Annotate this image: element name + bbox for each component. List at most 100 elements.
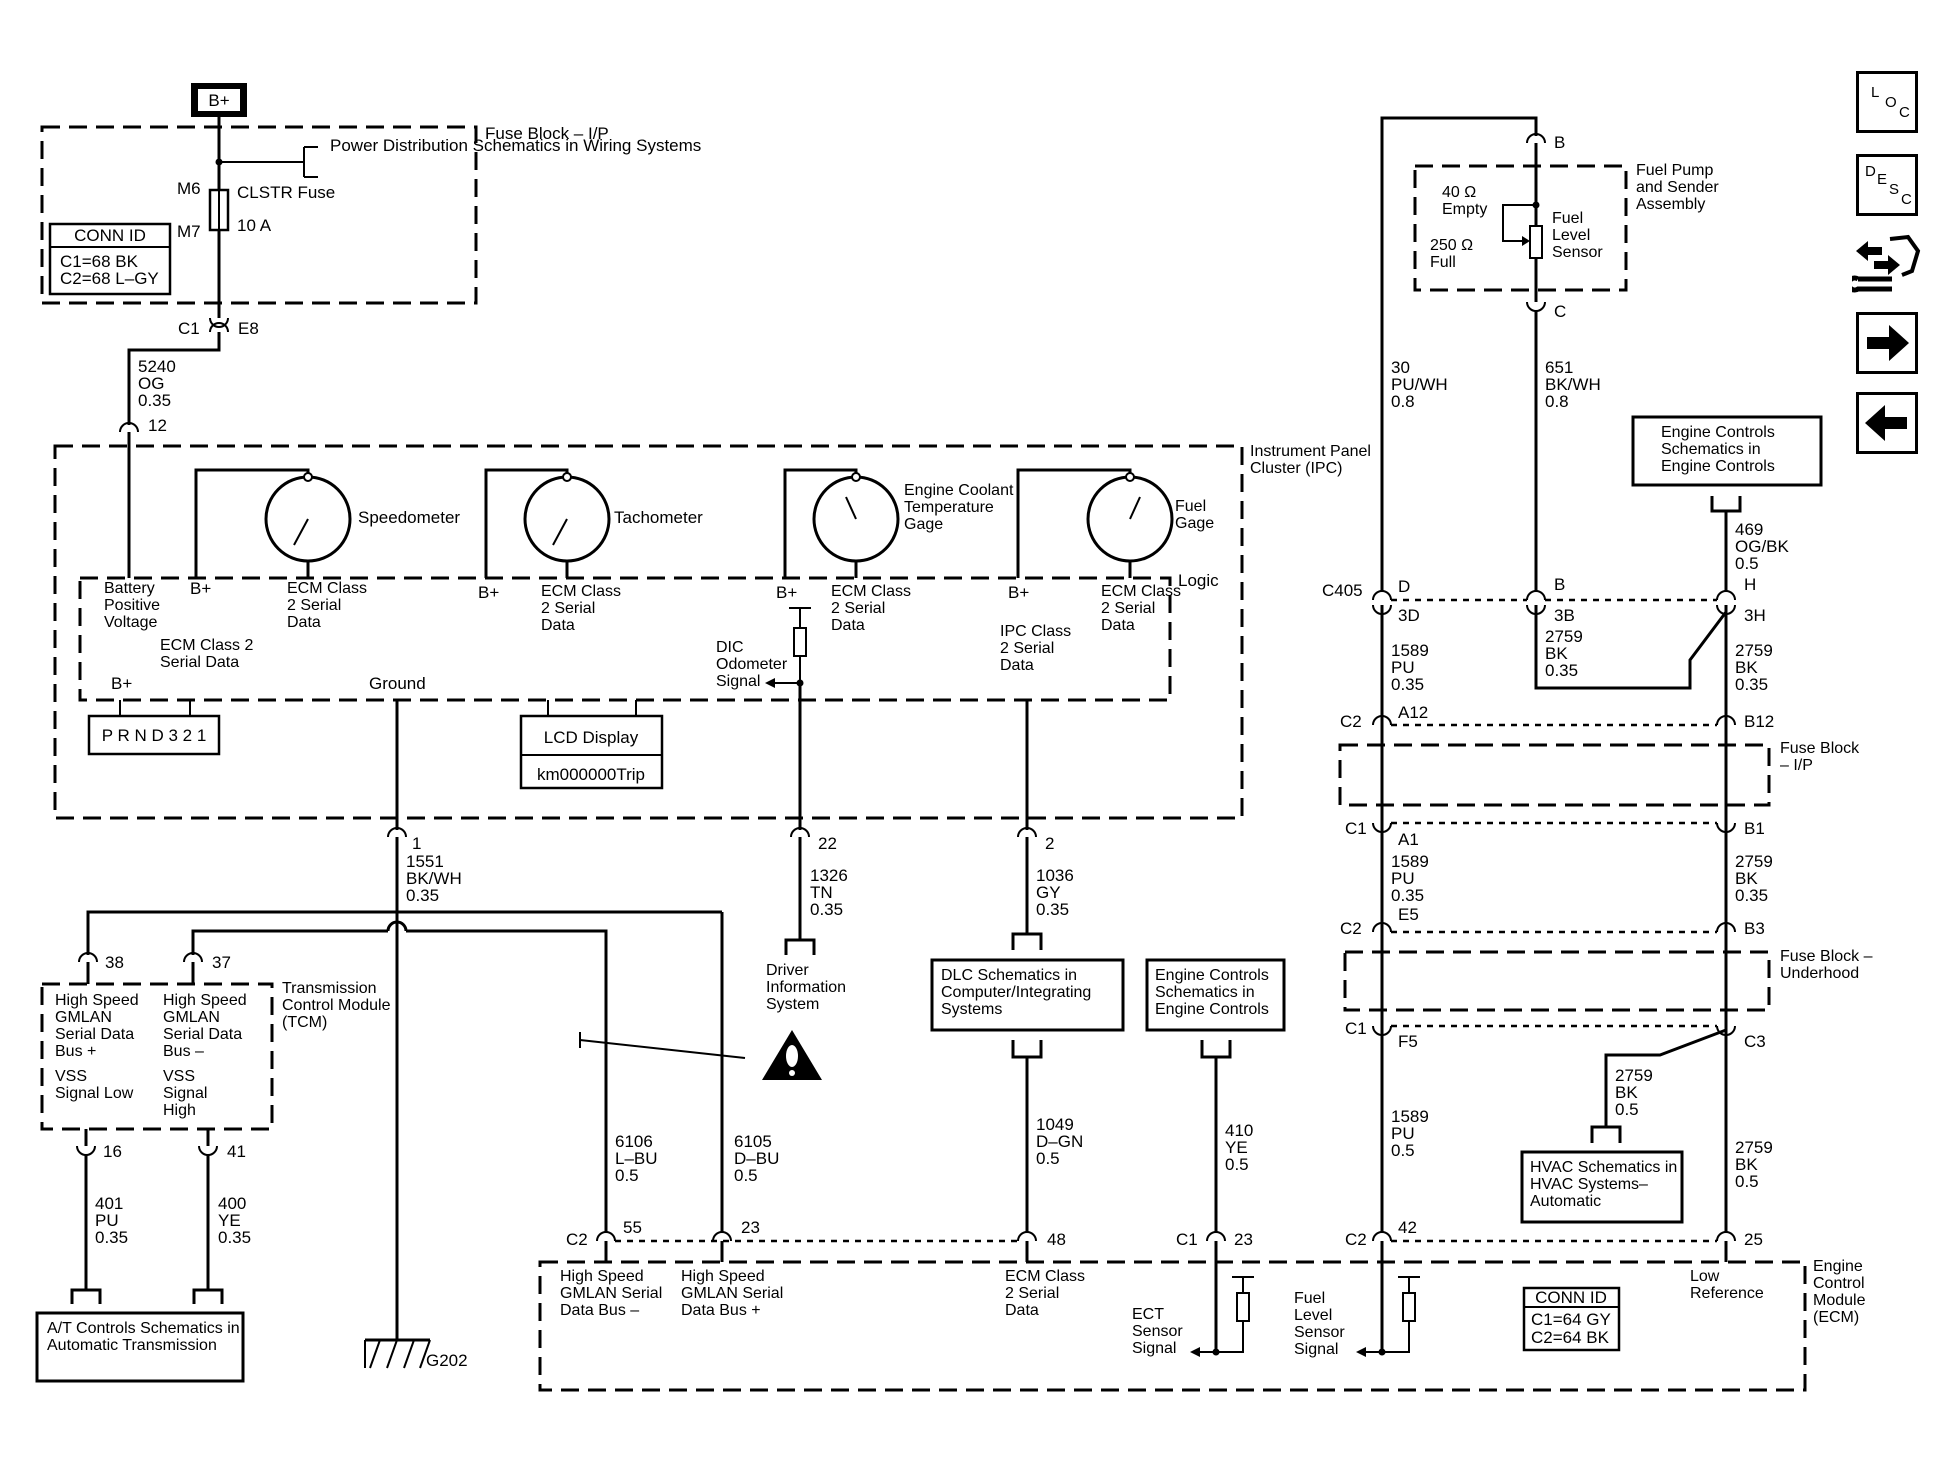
svg-text:2759: 2759 [1615,1066,1653,1085]
engine-controls-reference-1[interactable]: Engine Controls Schematics in Engine Con… [1145,958,1286,1032]
svg-text:PU: PU [95,1211,119,1230]
svg-text:GY: GY [1036,883,1061,902]
svg-text:10 A: 10 A [237,216,272,235]
svg-text:C1=68 BK: C1=68 BK [60,252,139,271]
location-button[interactable]: L O C [1856,71,1918,133]
wire-label-1049: 1049 D–GN 0.5 [1036,1115,1083,1168]
svg-text:Power Distribution Schematics: Power Distribution Schematics in Wiring … [330,136,701,155]
connector-c2-e5-b3: C2 E5 B3 [1340,905,1765,938]
svg-text:CLSTR Fuse: CLSTR Fuse [237,183,335,202]
svg-text:0.5: 0.5 [615,1166,639,1185]
svg-text:469: 469 [1735,520,1763,539]
svg-text:1326: 1326 [810,866,848,885]
at-controls-reference[interactable]: A/T Controls Schematics in Automatic Tra… [35,1311,245,1383]
conn-id-fuse-block: CONN ID C1=68 BK C2=68 L–GY [48,222,172,296]
svg-text:0.8: 0.8 [1391,392,1415,411]
svg-text:23: 23 [1234,1230,1253,1249]
wire-label-30: 30 PU/WH 0.8 [1391,358,1448,411]
svg-text:C405: C405 [1322,581,1363,600]
next-page-button[interactable] [1856,312,1918,374]
transmission-control-module: Transmission Control Module (TCM) 38 37 … [40,952,391,1161]
svg-text:E8: E8 [238,319,259,338]
description-button[interactable]: D E S C [1856,154,1918,216]
svg-text:B+: B+ [1008,583,1029,602]
wire-label-400: 400 YE 0.35 [218,1194,251,1247]
wire-label-6106: 6106 L–BU 0.5 [615,1132,658,1185]
svg-text:OG/BK: OG/BK [1735,537,1790,556]
svg-text:2: 2 [1045,834,1054,853]
svg-text:D: D [1398,577,1410,596]
svg-text:D–BU: D–BU [734,1149,779,1168]
svg-text:B: B [1554,575,1565,594]
connector-c1-e8: C1 E8 [178,317,259,338]
svg-text:Ground: Ground [369,674,426,693]
svg-text:0.5: 0.5 [734,1166,758,1185]
svg-text:5240: 5240 [138,357,176,376]
svg-text:0.35: 0.35 [1391,886,1424,905]
connector-c405: C405 D B H 3D 3B 3H [1322,575,1766,625]
svg-text:B: B [1554,133,1565,152]
wire-label-1589-c: 1589 PU 0.5 [1391,1107,1429,1160]
engine-coolant-temperature-gauge: Engine Coolant Temperature Gage [783,468,1013,578]
wire-label-2759-hvac: 2759 BK 0.5 [1615,1066,1653,1119]
svg-text:3H: 3H [1744,606,1766,625]
previous-page-button[interactable] [1856,392,1918,454]
power-distribution-reference[interactable]: Power Distribution Schematics in Wiring … [219,136,701,178]
svg-text:1049: 1049 [1036,1115,1074,1134]
engine-control-module: Engine Control Module (ECM) C2 55 23 48 … [538,1218,1865,1392]
svg-text:0.35: 0.35 [95,1228,128,1247]
svg-text:B12: B12 [1744,712,1774,731]
svg-text:0.5: 0.5 [1735,1172,1759,1191]
svg-text:400: 400 [218,1194,246,1213]
svg-text:G202: G202 [426,1351,468,1370]
svg-text:PU: PU [1391,869,1415,888]
svg-text:BK: BK [1615,1083,1638,1102]
dlc-reference[interactable]: DLC Schematics in Computer/Integrating S… [930,958,1125,1032]
svg-text:C1: C1 [1345,1019,1367,1038]
svg-text:E5: E5 [1398,905,1419,924]
hvac-reference[interactable]: HVAC Schematics in HVAC Systems– Automat… [1520,1150,1684,1224]
ipc-logic-box: Logic [78,571,1219,702]
svg-text:L–BU: L–BU [615,1149,658,1168]
svg-text:0.35: 0.35 [1735,886,1768,905]
engine-controls-reference-2[interactable]: Engine Controls Schematics in Engine Con… [1631,415,1823,487]
connector-view-icon[interactable] [1846,231,1922,297]
wire-label-1589-b: 1589 PU 0.35 [1391,852,1429,905]
wire-label-651: 651 BK/WH 0.8 [1545,358,1601,411]
svg-text:C2=64 BK: C2=64 BK [1531,1328,1610,1347]
svg-text:2759: 2759 [1735,641,1773,660]
svg-text:CONN ID: CONN ID [1535,1288,1607,1307]
svg-text:M6: M6 [177,179,201,198]
svg-text:0.35: 0.35 [1036,900,1069,919]
svg-text:0.5: 0.5 [1615,1100,1639,1119]
svg-text:B+: B+ [478,583,499,602]
svg-text:M7: M7 [177,222,201,241]
prnd-display: P R N D 3 2 1 [87,700,221,756]
svg-text:C1: C1 [1345,819,1367,838]
svg-text:C2: C2 [1340,919,1362,938]
svg-text:1589: 1589 [1391,1107,1429,1126]
warning-icon [762,1030,822,1080]
wire-label-410: 410 YE 0.5 [1225,1121,1253,1174]
svg-text:401: 401 [95,1194,123,1213]
ground-g202: G202 [364,1338,468,1370]
connector-c1-a1-b1: C1 A1 B1 [1345,819,1765,849]
svg-text:BK: BK [1735,658,1758,677]
driver-information-system-reference[interactable]: Driver Information System [766,962,847,1013]
svg-text:25: 25 [1744,1230,1763,1249]
svg-text:1589: 1589 [1391,641,1429,660]
svg-text:C1: C1 [178,319,200,338]
svg-text:6106: 6106 [615,1132,653,1151]
svg-text:C1=64 GY: C1=64 GY [1531,1310,1611,1329]
svg-text:P R N D 3 2 1: P R N D 3 2 1 [102,726,207,745]
svg-text:PU: PU [1391,1124,1415,1143]
svg-text:0.5: 0.5 [1735,554,1759,573]
svg-text:BK: BK [1735,869,1758,888]
clstr-fuse: CLSTR Fuse 10 A M6 M7 [177,179,335,241]
svg-text:23: 23 [741,1218,760,1237]
arrow-right-icon [1867,325,1909,361]
svg-text:22: 22 [818,834,837,853]
svg-text:C2: C2 [566,1230,588,1249]
tachometer-gauge: Tachometer [484,468,703,578]
svg-text:PU/WH: PU/WH [1391,375,1448,394]
